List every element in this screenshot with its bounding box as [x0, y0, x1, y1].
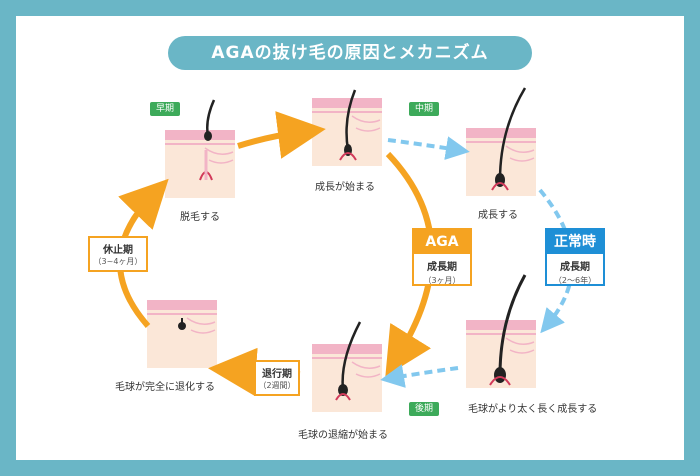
normal-sub: （2～6年） — [553, 276, 597, 285]
caption-growth-start: 成長が始まる — [315, 182, 375, 193]
stage-growth-start-tile — [311, 89, 383, 167]
label-rest: 休止期 （3~4ヶ月） — [88, 236, 148, 272]
arrow-normal-3 — [380, 364, 459, 388]
caption-full-retreat: 毛球が完全に退化する — [115, 382, 215, 393]
normal-phase-box: 正常時 成長期 （2～6年） — [545, 228, 605, 286]
aga-head: AGA — [414, 230, 470, 254]
label-regress-sub: （2週間） — [258, 381, 296, 390]
arrow-early-to-growth — [237, 111, 326, 159]
aga-main: 成長期 — [427, 262, 457, 273]
stage-thick-tile — [465, 274, 537, 389]
stage-late-tile — [311, 321, 383, 413]
stage-early-tile — [164, 99, 236, 199]
label-regress: 退行期 （2週間） — [254, 360, 300, 396]
arrow-normal-1 — [387, 136, 470, 160]
caption-shed: 脱毛する — [180, 212, 220, 223]
tag-early: 早期 — [150, 102, 181, 116]
caption-growing: 成長する — [478, 210, 518, 221]
tag-mid: 中期 — [409, 102, 440, 116]
normal-main: 成長期 — [560, 262, 590, 273]
stage-full-retreat-tile — [146, 299, 218, 369]
label-rest-sub: （3~4ヶ月） — [93, 257, 143, 266]
aga-sub: （3ヶ月） — [423, 276, 461, 285]
normal-head: 正常時 — [547, 230, 603, 254]
caption-thick-growth: 毛球がより太く長く成長する — [468, 404, 598, 415]
tag-late: 後期 — [409, 402, 440, 416]
page-title: AGAの抜け毛の原因とメカニズム — [168, 36, 532, 70]
caption-retreat-start: 毛球の退縮が始まる — [298, 430, 388, 441]
label-regress-main: 退行期 — [262, 369, 292, 380]
stage-mid-tile — [465, 87, 537, 197]
aga-phase-box: AGA 成長期 （3ヶ月） — [412, 228, 472, 286]
label-rest-main: 休止期 — [103, 245, 133, 256]
arrow-normal-2 — [538, 188, 575, 334]
